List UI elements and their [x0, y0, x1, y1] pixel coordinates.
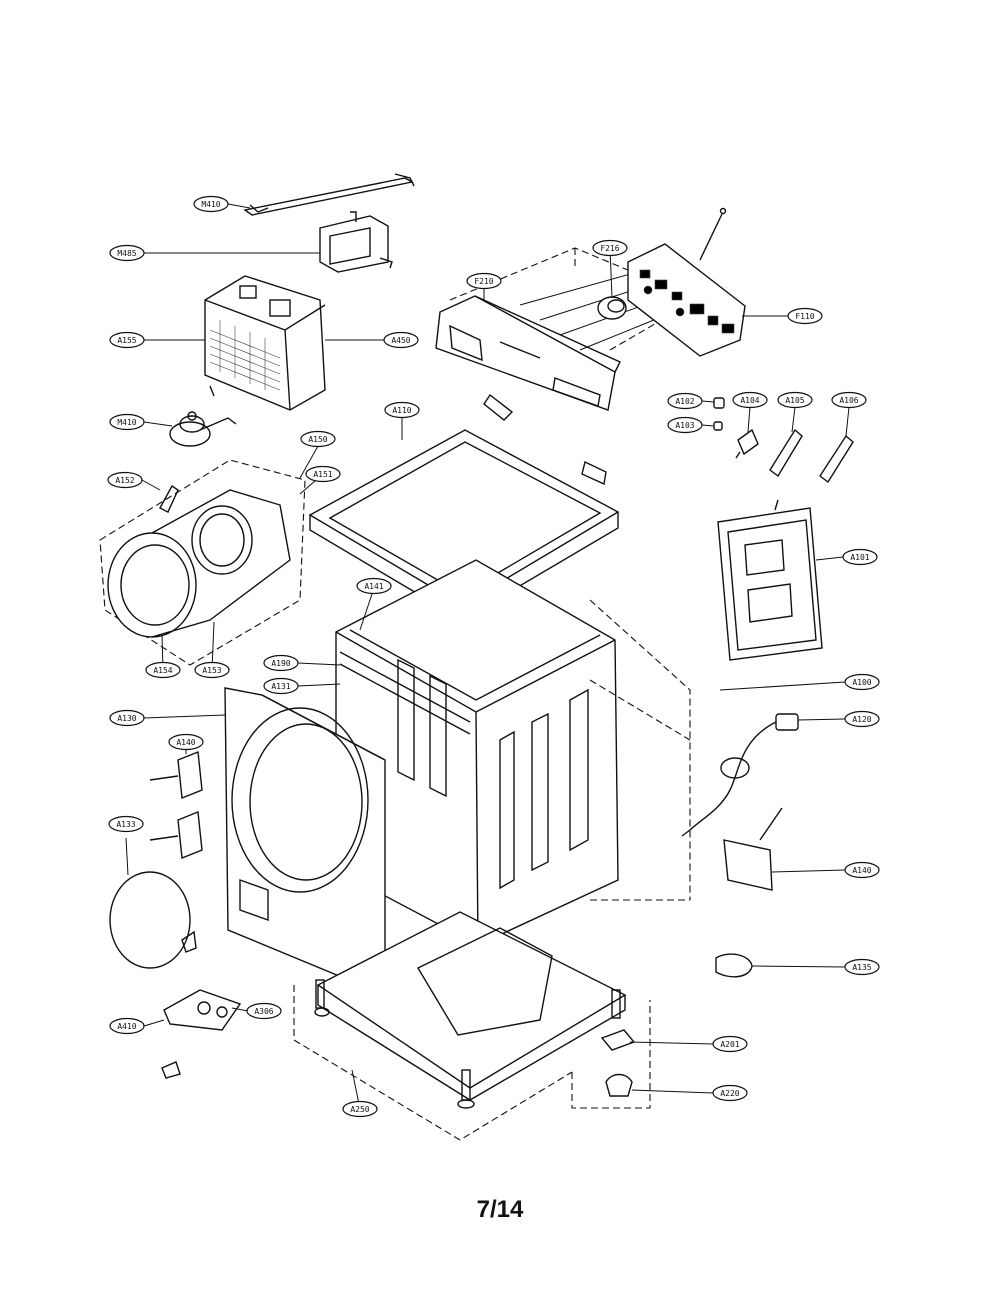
callout-A100: A100	[844, 673, 880, 691]
door-lock-switch	[169, 411, 237, 447]
callout-A450: A450	[383, 331, 419, 349]
callout-A104: A104	[732, 391, 768, 409]
control-panel-fascia	[435, 295, 621, 411]
callout-M410: M410	[193, 195, 229, 213]
svg-text:F210: F210	[474, 277, 493, 286]
svg-text:M485: M485	[117, 249, 136, 258]
callout-A131: A131	[263, 677, 299, 695]
callout-A306: A306	[246, 1002, 282, 1020]
svg-text:A190: A190	[271, 659, 290, 668]
callout-A140: A140	[168, 733, 204, 751]
callout-A101: A101	[842, 548, 878, 566]
svg-text:A106: A106	[839, 396, 858, 405]
svg-text:A410: A410	[117, 1022, 136, 1031]
callout-A105: A105	[777, 391, 813, 409]
callout-A150: A150	[300, 430, 336, 448]
power-cord	[681, 713, 799, 837]
main-pcb-board	[627, 207, 746, 357]
small-switch-parts	[713, 397, 854, 484]
leveling-foot-cap	[715, 953, 753, 978]
front-panel	[224, 687, 386, 997]
side-back-panel	[717, 499, 823, 661]
callout-A410: A410	[109, 1017, 145, 1035]
svg-text:A100: A100	[852, 678, 871, 687]
filter-bracket	[723, 807, 783, 891]
callout-A153: A153	[194, 661, 230, 679]
callout-A110: A110	[384, 401, 420, 419]
callout-F110: F110	[787, 307, 823, 325]
callout-A140-filter: A140	[844, 861, 880, 879]
svg-text:M410: M410	[201, 200, 220, 209]
svg-text:A131: A131	[271, 682, 290, 691]
callout-A141: A141	[356, 577, 392, 595]
callout-A133: A133	[108, 815, 144, 833]
svg-text:A151: A151	[313, 470, 332, 479]
top-bracket-bar	[243, 173, 415, 216]
svg-text:A140: A140	[852, 866, 871, 875]
callout-A155: A155	[109, 331, 145, 349]
svg-text:A101: A101	[850, 553, 869, 562]
svg-text:A110: A110	[392, 406, 411, 415]
base-frame	[314, 911, 627, 1109]
svg-text:A141: A141	[364, 582, 383, 591]
svg-text:A152: A152	[115, 476, 134, 485]
main-control-board	[204, 275, 326, 411]
callout-A250: A250	[342, 1100, 378, 1118]
hinge-parts	[149, 751, 203, 859]
svg-text:A133: A133	[116, 820, 135, 829]
svg-text:A135: A135	[852, 963, 871, 972]
cabinet-dashed-box	[589, 599, 691, 901]
svg-text:A201: A201	[720, 1040, 739, 1049]
callout-A220: A220	[712, 1084, 748, 1102]
callout-A130: A130	[109, 709, 145, 727]
bottom-pump-parts	[161, 989, 636, 1097]
callout-A152: A152	[107, 471, 143, 489]
svg-text:A250: A250	[350, 1105, 369, 1114]
svg-text:A104: A104	[740, 396, 759, 405]
callout-A102: A102	[667, 392, 703, 410]
page-number: 7/14	[476, 1196, 524, 1223]
callout-A135: A135	[844, 958, 880, 976]
callout-A106: A106	[831, 391, 867, 409]
drum-assembly	[107, 484, 291, 638]
svg-text:A153: A153	[202, 666, 221, 675]
callout-M410-door: M410	[109, 413, 145, 431]
svg-text:A155: A155	[117, 336, 136, 345]
svg-text:A102: A102	[675, 397, 694, 406]
callout-A120: A120	[844, 710, 880, 728]
svg-text:A150: A150	[308, 435, 327, 444]
control-knob	[597, 296, 627, 320]
svg-text:A220: A220	[720, 1089, 739, 1098]
svg-text:A140: A140	[176, 738, 195, 747]
svg-text:M410: M410	[117, 418, 136, 427]
callout-A151: A151	[305, 465, 341, 483]
svg-text:A120: A120	[852, 715, 871, 724]
base-dashed-box	[293, 985, 651, 1141]
callout-M485: M485	[109, 244, 145, 262]
display-pcb-module	[319, 211, 393, 273]
callout-F210: F210	[466, 272, 502, 290]
callout-A103: A103	[667, 416, 703, 434]
svg-text:F216: F216	[600, 244, 619, 253]
callout-F216: F216	[592, 239, 628, 257]
svg-text:A103: A103	[675, 421, 694, 430]
door-gasket-ring	[109, 871, 197, 969]
svg-text:A306: A306	[254, 1007, 273, 1016]
svg-text:A450: A450	[391, 336, 410, 345]
svg-text:F110: F110	[795, 312, 814, 321]
callout-A154: A154	[145, 661, 181, 679]
cabinet-body	[335, 559, 619, 946]
svg-text:A154: A154	[153, 666, 172, 675]
svg-text:A130: A130	[117, 714, 136, 723]
svg-text:A105: A105	[785, 396, 804, 405]
callout-A201: A201	[712, 1035, 748, 1053]
callout-A190: A190	[263, 654, 299, 672]
